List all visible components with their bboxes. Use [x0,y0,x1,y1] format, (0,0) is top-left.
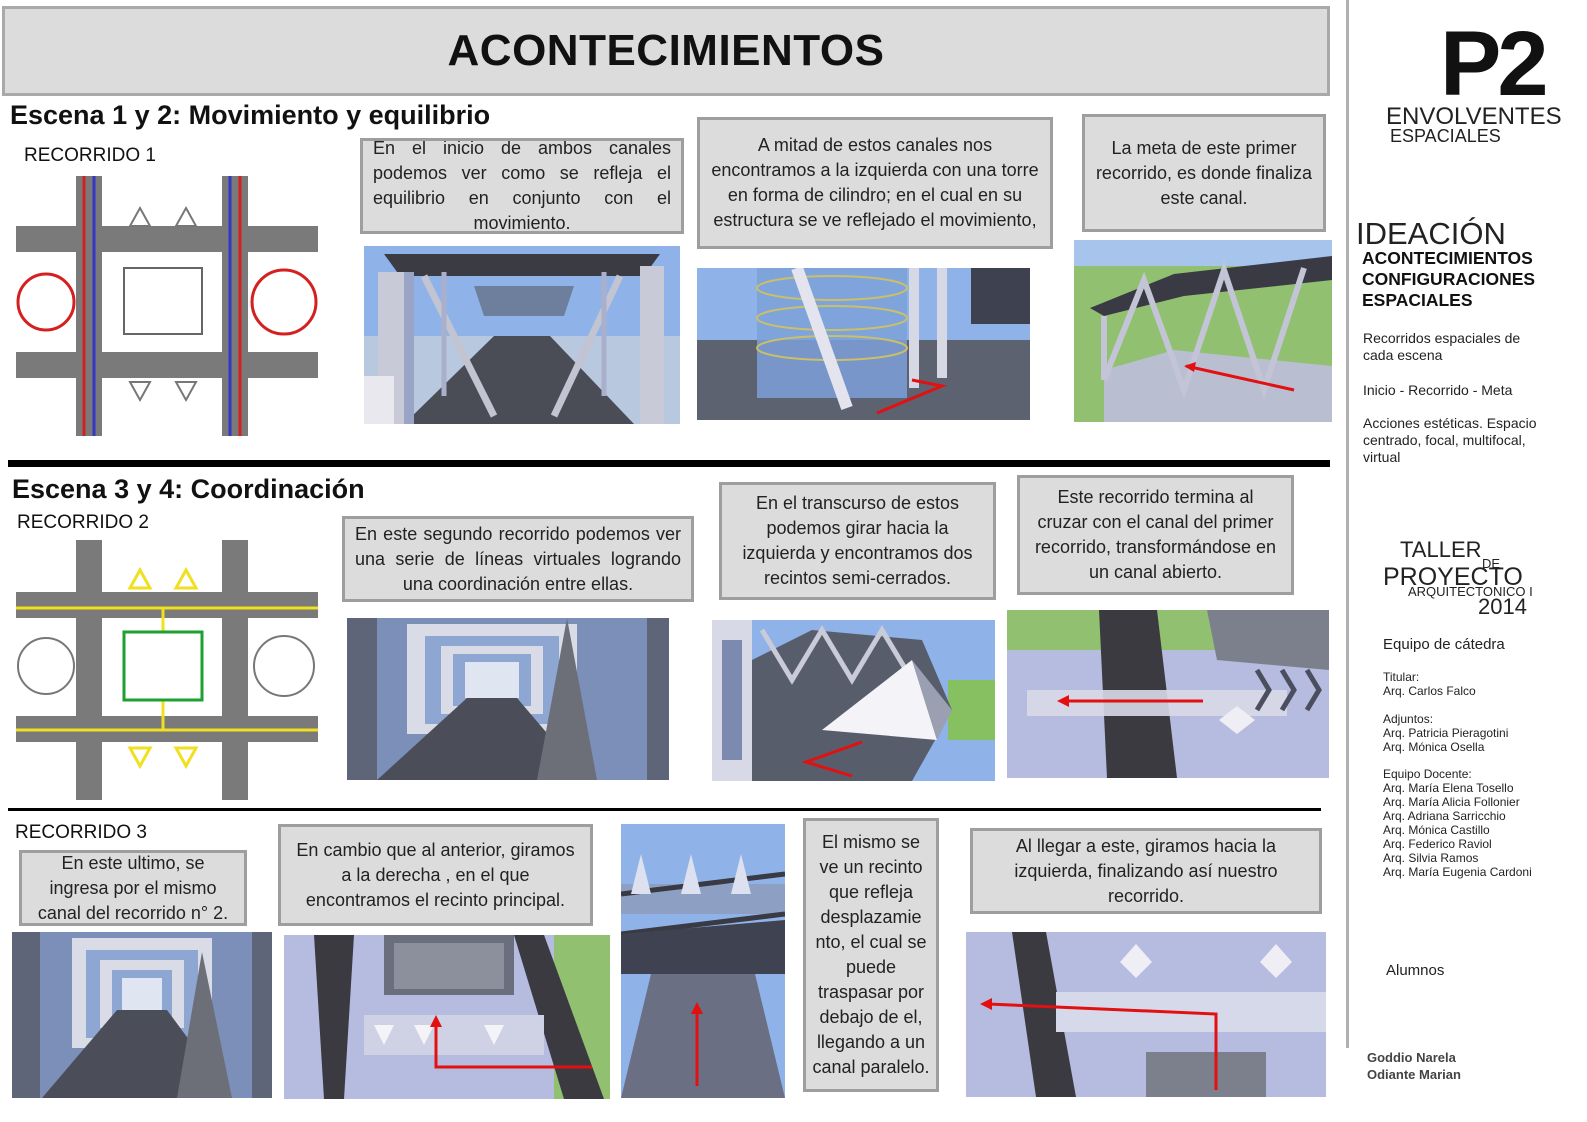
note-inicio-recorrido-meta: Inicio - Recorrido - Meta [1363,382,1513,398]
students-heading: Alumnos [1386,962,1445,979]
render-route-1-goal [1074,240,1332,422]
route-3-label: RECORRIDO 3 [15,822,147,843]
route-2-plan-diagram [16,540,318,800]
taller-label: TALLER [1400,537,1482,562]
render-route-1-start [364,246,680,424]
page-title: ACONTECIMIENTOS [447,26,885,75]
titular-name: Arq. Carlos Falco [1383,684,1476,698]
note-acciones-esteticas: Acciones estéticas. Espacio centrado, fo… [1363,415,1537,465]
route-1-plan-diagram [16,176,318,436]
render-route-2-middle [712,620,995,781]
scene-1-caption-middle: A mitad de estos canales nos encontramos… [697,117,1053,249]
scene-2-caption-goal: Este recorrido termina al cruzar con el … [1017,475,1294,595]
scene-3-caption-recinto: El mismo se ve un recinto que refleja de… [803,818,939,1092]
scene-1-caption-start: En el inicio de ambos canales podemos ve… [360,138,684,234]
stage-topics: ACONTECIMIENTOS CONFIGURACIONES ESPACIAL… [1362,248,1536,310]
course-subtitle-envolventes: ENVOLVENTES [1386,103,1562,130]
scene-1-caption-goal: La meta de este primer recorrido, es don… [1082,114,1326,232]
adjuntos-label: Adjuntos: [1383,712,1434,726]
render-route-1-middle [697,268,1030,420]
proyecto-label: PROYECTO [1383,563,1523,591]
render-route-2-goal [1007,610,1329,778]
section-divider-2 [8,808,1321,811]
scene-2-heading: Escena 3 y 4: Coordinación [12,474,365,504]
adjuntos-names: Arq. Patricia Pieragotini Arq. Mónica Os… [1383,726,1509,754]
year-label: 2014 [1478,594,1527,619]
scene-3-caption-start: En este ultimo, se ingresa por el mismo … [19,850,247,926]
student-name: Odiante Marian [1367,1067,1461,1082]
page-title-bar: ACONTECIMIENTOS [2,6,1330,96]
render-route-3-recinto [621,824,785,1098]
render-route-2-start [347,618,669,780]
arquitectonico-label: ARQUITECTONICO I [1408,584,1533,599]
route-2-label: RECORRIDO 2 [17,512,149,533]
render-route-3-start [12,932,272,1098]
section-divider-1 [8,460,1330,467]
render-route-3-end [966,932,1326,1097]
course-logo: P2 [1440,13,1549,115]
render-route-3-turn [284,935,610,1099]
stage-title: IDEACIÓN [1356,216,1506,251]
docentes-label: Equipo Docente: [1383,767,1472,781]
scene-2-caption-middle: En el transcurso de estos podemos girar … [719,482,996,600]
de-label: DE [1482,556,1501,571]
team-heading: Equipo de cátedra [1383,636,1505,653]
scene-3-caption-end: Al llegar a este, giramos hacia la izqui… [970,828,1322,914]
scene-3-caption-turn: En cambio que al anterior, giramos a la … [278,824,593,926]
docentes-names: Arq. María Elena Tosello Arq. María Alic… [1383,781,1532,879]
student-name: Goddio Narela [1367,1050,1456,1065]
note-recorridos: Recorridos espaciales de cada escena [1363,330,1521,363]
titular-label: Titular: [1383,670,1420,684]
sidebar-separator [1346,0,1349,1048]
scene-1-heading: Escena 1 y 2: Movimiento y equilibrio [10,100,491,130]
scene-2-caption-start: En este segundo recorrido podemos ver un… [342,516,694,602]
course-subtitle-espaciales: ESPACIALES [1390,126,1501,146]
route-1-label: RECORRIDO 1 [24,145,156,166]
